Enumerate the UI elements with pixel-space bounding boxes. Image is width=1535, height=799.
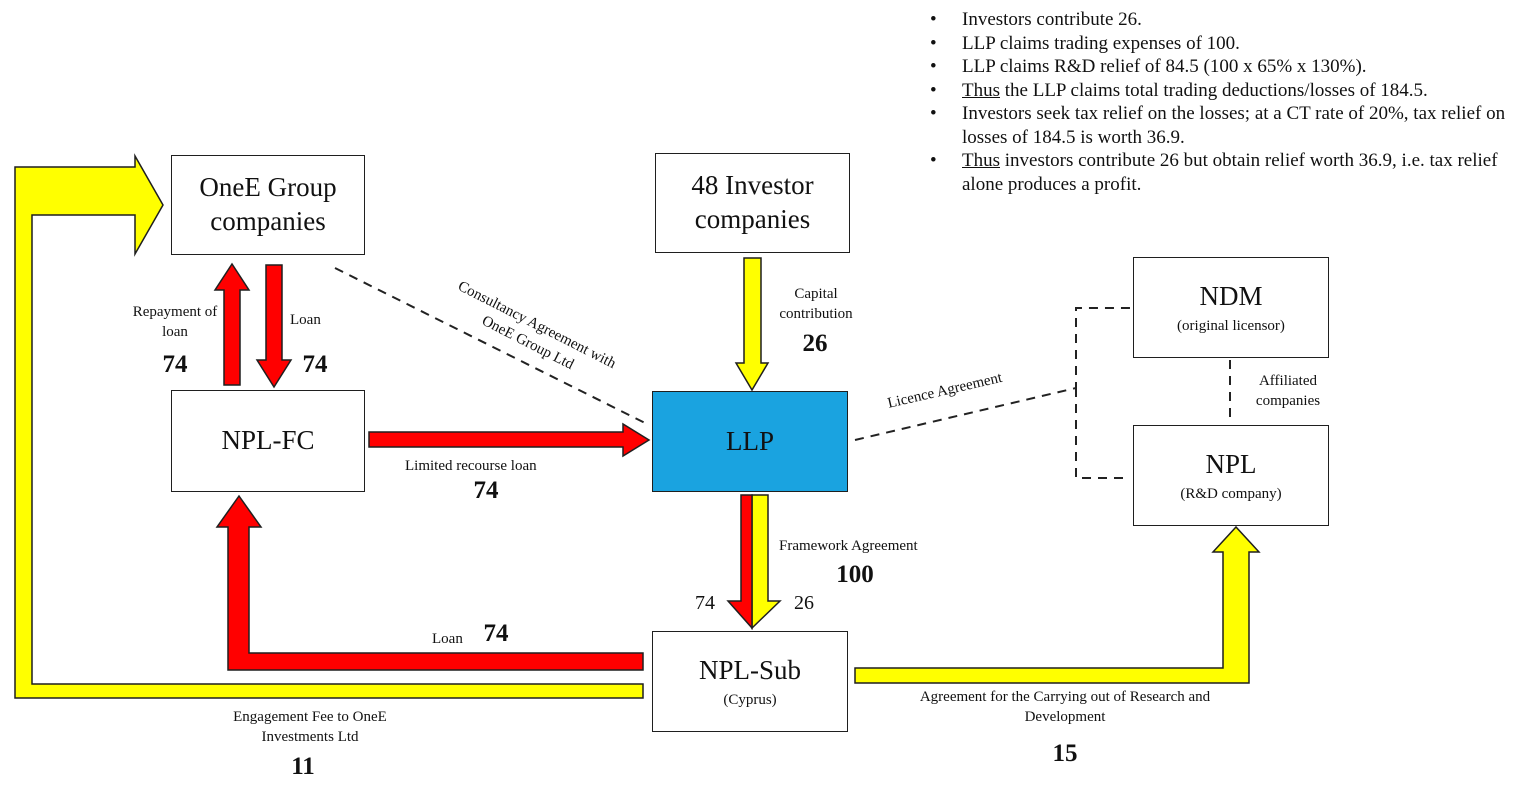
box-title: 48 Investor companies: [691, 170, 814, 234]
box-title: OneE Group companies: [199, 172, 337, 236]
consultancy-connector: [334, 267, 646, 424]
licence-connector-lower: [1075, 388, 1130, 479]
affiliated-label: Affiliated companies: [1255, 373, 1321, 409]
analysis-bullet-list: Investors contribute 26. LLP claims trad…: [930, 8, 1530, 196]
llp-box: LLP: [652, 391, 848, 492]
bullet-item: LLP claims trading expenses of 100.: [930, 32, 1530, 56]
bullet-item: Thus the LLP claims total trading deduct…: [930, 79, 1530, 103]
licence-connector: [854, 307, 1130, 441]
npl-fc-box: NPL-FC: [171, 390, 365, 492]
limited-recourse-loan-arrow: [368, 422, 651, 458]
investor-companies-box: 48 Investor companies: [655, 153, 850, 253]
box-subtitle: (Cyprus): [723, 691, 777, 708]
research-agreement-arrow: [854, 525, 1261, 684]
npl-sub-box: NPL-Sub (Cyprus): [652, 631, 848, 732]
onee-group-box: OneE Group companies: [171, 155, 365, 255]
loan-back-label: Loan: [432, 631, 463, 647]
bullet-item: Thus investors contribute 26 but obtain …: [930, 149, 1530, 196]
box-title: LLP: [725, 425, 774, 456]
engagement-fee-arrow: [14, 153, 644, 699]
engagement-amount: 11: [291, 753, 315, 780]
capital-amount: 26: [802, 330, 828, 357]
research-amount: 15: [1052, 740, 1078, 767]
box-subtitle: (R&D company): [1180, 485, 1282, 502]
bullet-item: LLP claims R&D relief of 84.5 (100 x 65%…: [930, 55, 1530, 79]
limited-loan-label: Limited recourse loan: [405, 458, 537, 474]
ndm-box: NDM (original licensor): [1133, 257, 1329, 358]
repayment-label: Repayment of loan: [132, 304, 218, 340]
repayment-arrow: [213, 262, 251, 386]
loan-down-amount: 74: [302, 351, 328, 378]
bullet-item: Investors contribute 26.: [930, 8, 1530, 32]
capital-contribution-arrow: [734, 257, 770, 392]
loan-back-arrow: [215, 494, 644, 671]
framework-yellow-share: 26: [794, 592, 814, 614]
box-title: NPL-Sub: [698, 655, 801, 686]
framework-yellow-arrow: [751, 494, 782, 630]
engagement-label: Engagement Fee to OneE Investments Ltd: [233, 709, 387, 745]
framework-amount: 100: [836, 561, 874, 588]
box-title: NPL: [1205, 449, 1257, 480]
framework-red-arrow: [726, 494, 753, 630]
box-title: NPL-FC: [221, 425, 315, 456]
box-title: NDM: [1199, 281, 1263, 312]
loan-down-label: Loan: [290, 312, 321, 328]
repayment-amount: 74: [162, 351, 188, 378]
box-subtitle: (original licensor): [1177, 317, 1285, 334]
framework-red-share: 74: [695, 592, 715, 614]
bullet-lead: Thus: [962, 79, 1000, 101]
loan-down-arrow: [255, 264, 293, 389]
limited-loan-amount: 74: [473, 477, 499, 504]
capital-label: Capital contribution: [779, 286, 853, 322]
bullet-item: Investors seek tax relief on the losses;…: [930, 102, 1530, 149]
bullet-lead: Thus: [962, 150, 1000, 171]
framework-label: Framework Agreement: [779, 538, 918, 554]
loan-back-amount: 74: [483, 620, 509, 647]
research-label: Agreement for the Carrying out of Resear…: [919, 689, 1211, 725]
npl-box: NPL (R&D company): [1133, 425, 1329, 526]
